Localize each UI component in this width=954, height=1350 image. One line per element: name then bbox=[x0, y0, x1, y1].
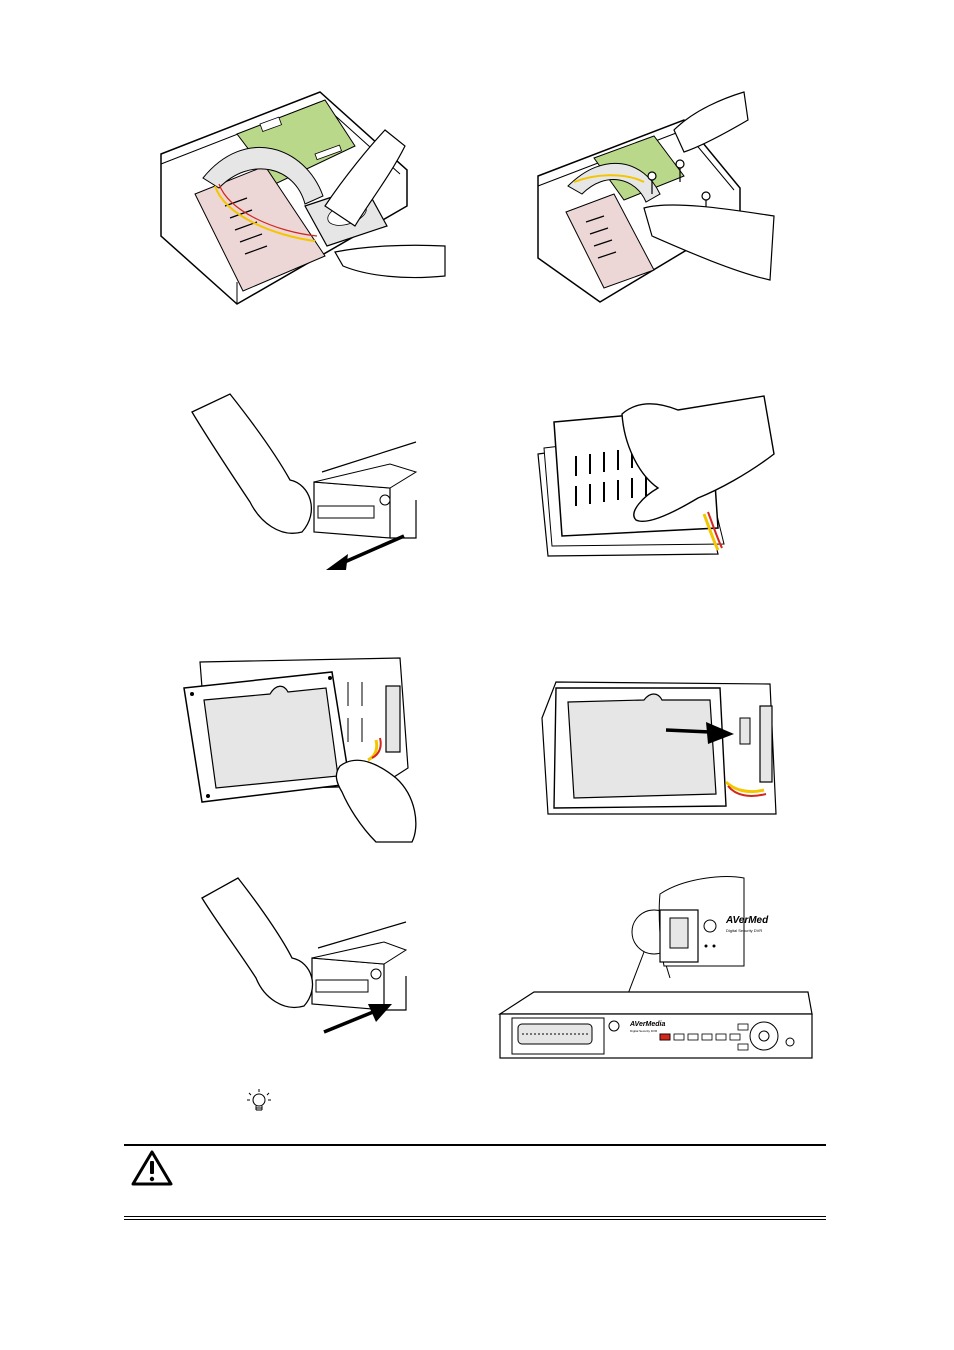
pull-out-tray-illustration bbox=[190, 392, 420, 572]
figure-dvr-front: AVerMed Digital Security DVR AVerMedia D… bbox=[494, 874, 814, 1064]
caution-marker bbox=[130, 1149, 174, 1192]
warning-triangle-icon bbox=[130, 1149, 174, 1187]
caution-bottom-rule-2 bbox=[124, 1219, 826, 1220]
dvr-front-panel-illustration: AVerMed Digital Security DVR AVerMedia D… bbox=[494, 874, 814, 1064]
figure-pull-out-tray bbox=[190, 392, 420, 572]
tip-marker bbox=[246, 1088, 272, 1119]
figure-install-open-case bbox=[155, 86, 455, 308]
dvr-model-text: Digital Security DVR bbox=[630, 1029, 658, 1033]
caution-bottom-rule bbox=[124, 1216, 826, 1217]
open-tray-cover-illustration bbox=[528, 394, 776, 560]
hdd-install-open-case-illustration bbox=[155, 86, 455, 308]
zoom-model-text: Digital Security DVR bbox=[726, 928, 762, 933]
push-in-tray-illustration bbox=[200, 876, 410, 1048]
figure-place-drive bbox=[180, 656, 420, 842]
dvr-brand-text: AVerMedia bbox=[629, 1021, 666, 1028]
hdd-screw-bracket-illustration bbox=[534, 90, 776, 308]
caution-top-rule bbox=[124, 1144, 826, 1146]
figure-screw-bracket bbox=[534, 90, 776, 308]
zoom-brand-text: AVerMed bbox=[725, 915, 769, 926]
figure-push-in-tray bbox=[200, 876, 410, 1048]
figure-connect-drive bbox=[534, 678, 780, 818]
lightbulb-icon bbox=[246, 1088, 272, 1114]
connect-hdd-illustration bbox=[534, 678, 780, 818]
place-hdd-in-tray-illustration bbox=[180, 656, 420, 842]
figure-open-tray-cover bbox=[528, 394, 776, 560]
